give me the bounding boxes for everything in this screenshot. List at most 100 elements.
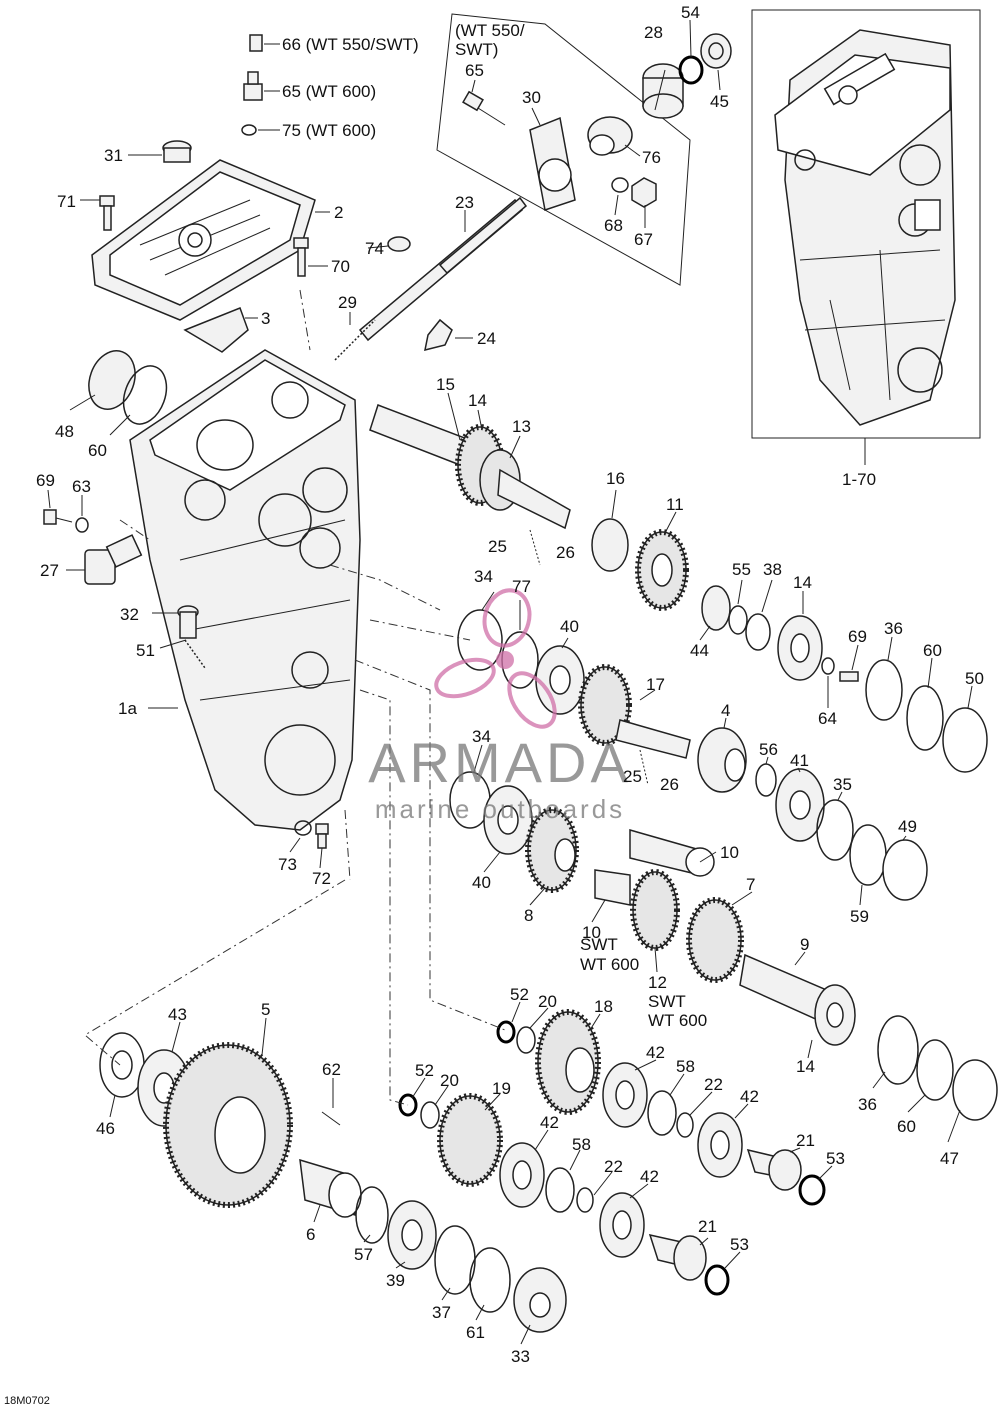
callout-70: 70	[331, 257, 350, 276]
callout-52a: 52	[510, 985, 529, 1004]
callout-72: 72	[312, 869, 331, 888]
cover-bolts	[99, 195, 309, 277]
variant-detail-frame	[436, 13, 691, 286]
callout-45: 45	[710, 92, 729, 111]
callout-46: 46	[96, 1119, 115, 1138]
assembly-frame	[751, 9, 981, 439]
watermark: ARMADA marine outboards	[368, 588, 632, 824]
callout-33: 33	[511, 1347, 530, 1366]
callout-60a: 60	[88, 441, 107, 460]
callout-22a: 22	[704, 1075, 723, 1094]
callout-51: 51	[136, 641, 155, 660]
callout-12-swt: SWT	[648, 992, 686, 1011]
callout-15: 15	[436, 375, 455, 394]
callout-65: 65 (WT 600)	[282, 82, 376, 101]
clutch-and-gear-11	[591, 518, 689, 611]
washer-73	[294, 820, 312, 836]
detent-springs	[529, 529, 649, 786]
assembled-gearbox	[774, 29, 956, 426]
callout-77: 77	[512, 577, 531, 596]
inset-parts	[462, 33, 732, 211]
second-shaft-assembly	[457, 609, 928, 901]
callout-43: 43	[168, 1005, 187, 1024]
callout-22b: 22	[604, 1157, 623, 1176]
callout-54: 54	[681, 3, 700, 22]
callout-40b: 40	[472, 873, 491, 892]
callout-58b: 58	[572, 1135, 591, 1154]
callout-11: 11	[666, 495, 684, 514]
callout-74: 74	[365, 239, 384, 258]
callout-14a: 14	[468, 391, 487, 410]
callout-labels: 66 (WT 550/SWT) 65 (WT 600) 75 (WT 600) …	[4, 3, 984, 1407]
callout-24: 24	[477, 329, 496, 348]
watermark-tagline: marine outboards	[375, 794, 625, 824]
watermark-brand: ARMADA	[368, 731, 632, 794]
callout-4: 4	[721, 701, 730, 720]
callout-66: 66 (WT 550/SWT)	[282, 35, 419, 54]
callout-29: 29	[338, 293, 357, 312]
assembly-guide-lines	[84, 289, 506, 1106]
callout-25b: 25	[623, 767, 642, 786]
callout-75: 75 (WT 600)	[282, 121, 376, 140]
callout-12: 12	[648, 973, 667, 992]
callout-63: 63	[72, 477, 91, 496]
callout-38: 38	[763, 560, 782, 579]
callout-69a: 69	[36, 471, 55, 490]
callout-10a: 10	[720, 843, 739, 862]
callout-68: 68	[604, 216, 623, 235]
leader-lines	[47, 19, 973, 1345]
callout-26b: 26	[660, 775, 679, 794]
callout-60b: 60	[923, 641, 942, 660]
callout-14b: 14	[793, 573, 812, 592]
callout-40a: 40	[560, 617, 579, 636]
callout-17: 17	[646, 675, 665, 694]
callout-16: 16	[606, 469, 625, 488]
box-note-line1: (WT 550/	[455, 21, 525, 40]
callout-19: 19	[492, 1079, 511, 1098]
shift-shaft	[334, 196, 528, 361]
callout-25a: 25	[488, 537, 507, 556]
output-gear-assembly	[99, 1032, 567, 1333]
callout-64: 64	[818, 709, 837, 728]
box-note-line2: SWT)	[455, 40, 498, 59]
callout-35: 35	[833, 775, 852, 794]
callout-1a: 1a	[118, 699, 137, 718]
gearbox-cover	[91, 159, 316, 321]
callout-2: 2	[334, 203, 343, 222]
callout-71: 71	[57, 192, 76, 211]
bolt-72	[315, 823, 329, 849]
callout-30: 30	[522, 88, 541, 107]
callout-59: 59	[850, 907, 869, 926]
callout-44: 44	[690, 641, 709, 660]
callout-36b: 36	[858, 1095, 877, 1114]
callout-37: 37	[432, 1303, 451, 1322]
callout-39: 39	[386, 1271, 405, 1290]
callout-53b: 53	[730, 1235, 749, 1254]
callout-42c: 42	[540, 1113, 559, 1132]
callout-13: 13	[512, 417, 531, 436]
figure-code: 18M0702	[4, 1395, 50, 1407]
callout-56: 56	[759, 740, 778, 759]
callout-3: 3	[261, 309, 270, 328]
callout-49: 49	[898, 817, 917, 836]
callout-assembly: 1-70	[842, 470, 876, 489]
callout-42a: 42	[646, 1043, 665, 1062]
callout-42b: 42	[740, 1087, 759, 1106]
sensors	[241, 34, 263, 136]
callout-27: 27	[40, 561, 59, 580]
callout-41: 41	[790, 751, 809, 770]
circlip-60	[122, 365, 168, 425]
input-shaft-assembly	[369, 404, 571, 530]
callout-69b: 69	[848, 627, 867, 646]
callout-65b: 65	[465, 61, 484, 80]
detent-parts	[177, 605, 206, 669]
callout-36a: 36	[884, 619, 903, 638]
callout-62: 62	[322, 1060, 341, 1079]
callout-76: 76	[642, 148, 661, 167]
callout-55: 55	[732, 560, 751, 579]
callout-67: 67	[634, 230, 653, 249]
callout-31: 31	[104, 146, 123, 165]
gearbox-housing	[129, 349, 361, 831]
callout-8: 8	[524, 906, 533, 925]
callout-60c: 60	[897, 1117, 916, 1136]
